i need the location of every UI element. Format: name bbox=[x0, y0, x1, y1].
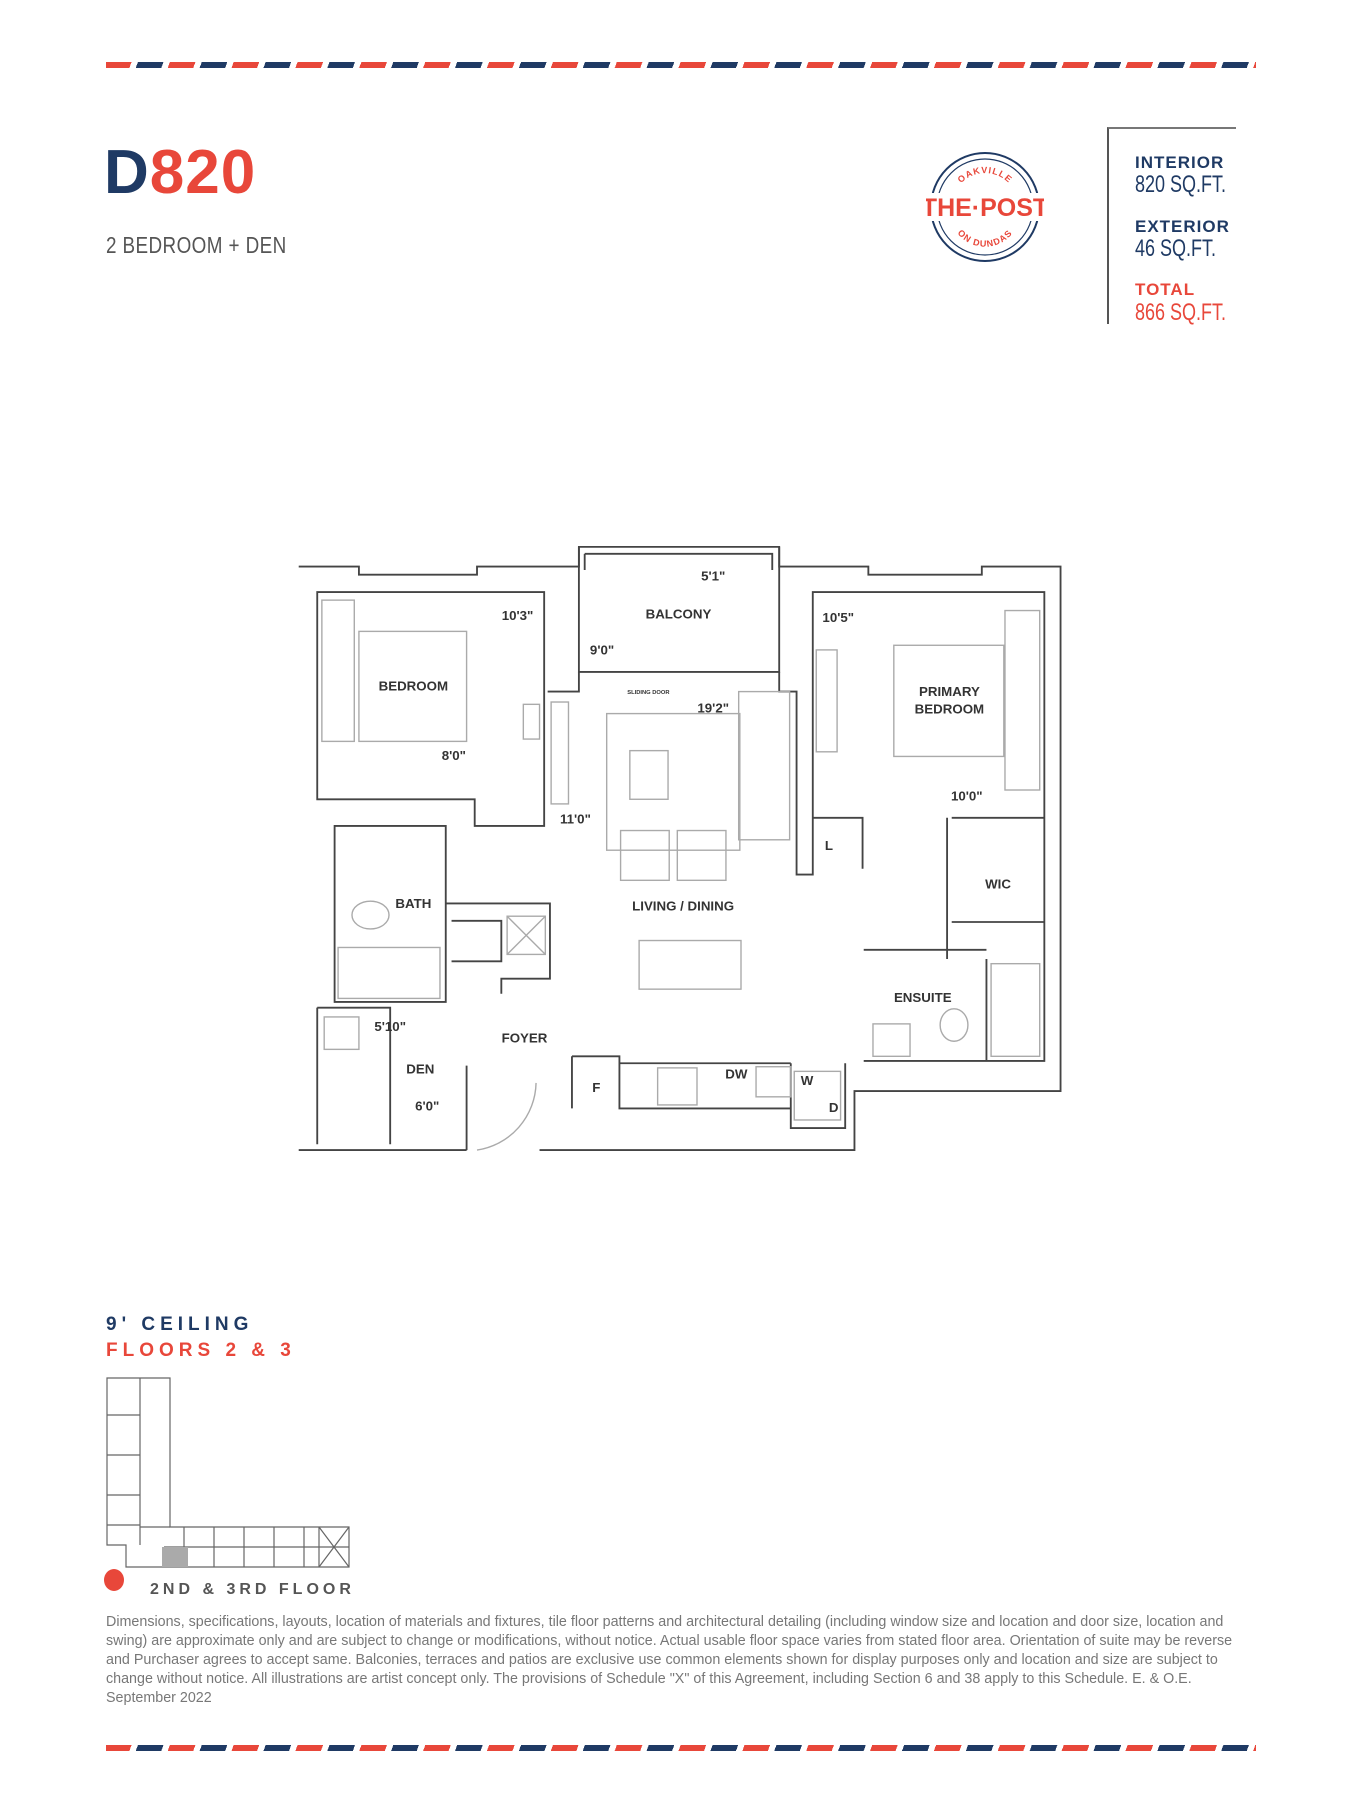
svg-text:D: D bbox=[829, 1100, 839, 1115]
svg-text:6'0": 6'0" bbox=[415, 1099, 439, 1114]
total-value: 866 SQ.FT. bbox=[1135, 299, 1227, 326]
total-label: TOTAL bbox=[1135, 280, 1196, 299]
room-living-dining: LIVING / DINING bbox=[632, 898, 734, 913]
room-primary-bedroom: PRIMARY bbox=[919, 684, 980, 699]
room-ensuite: ENSUITE bbox=[894, 990, 952, 1005]
svg-text:SLIDING DOOR: SLIDING DOOR bbox=[627, 690, 670, 696]
svg-text:DW: DW bbox=[725, 1066, 748, 1081]
svg-text:10'5": 10'5" bbox=[822, 610, 854, 625]
the-post-logo: OAKVILLE THE·POST ON DUNDAS bbox=[926, 152, 1044, 262]
svg-text:L: L bbox=[825, 838, 833, 853]
location-marker-icon bbox=[104, 1569, 124, 1591]
interior-label: INTERIOR bbox=[1135, 153, 1225, 172]
svg-text:W: W bbox=[801, 1073, 814, 1088]
bottom-airmail-stripe bbox=[106, 1745, 1256, 1751]
exterior-label: EXTERIOR bbox=[1135, 217, 1230, 236]
area-summary: INTERIOR 820 SQ.FT. EXTERIOR 46 SQ.FT. T… bbox=[1107, 127, 1236, 326]
svg-text:8'0": 8'0" bbox=[442, 748, 466, 763]
room-foyer: FOYER bbox=[502, 1030, 548, 1045]
floors-label: FLOORS 2 & 3 bbox=[106, 1340, 296, 1361]
svg-text:9'0": 9'0" bbox=[590, 643, 614, 658]
exterior-value: 46 SQ.FT. bbox=[1135, 235, 1217, 262]
unit-title: D820 bbox=[104, 138, 257, 207]
ceiling-height: 9' CEILING bbox=[106, 1314, 254, 1335]
svg-text:19'2": 19'2" bbox=[697, 700, 729, 715]
logo-name: THE·POST bbox=[926, 194, 1044, 222]
svg-text:5'10": 5'10" bbox=[374, 1019, 406, 1034]
key-plan bbox=[106, 1377, 350, 1568]
dim: 5'1" bbox=[701, 568, 725, 583]
room-den: DEN bbox=[406, 1062, 434, 1077]
room-wic: WIC bbox=[985, 876, 1011, 891]
top-airmail-stripe bbox=[106, 62, 1256, 68]
svg-text:BEDROOM: BEDROOM bbox=[915, 702, 984, 717]
room-bath: BATH bbox=[395, 896, 431, 911]
room-balcony: BALCONY bbox=[646, 607, 712, 622]
svg-text:10'0": 10'0" bbox=[951, 788, 983, 803]
svg-text:F: F bbox=[592, 1080, 600, 1095]
svg-text:10'3": 10'3" bbox=[502, 608, 534, 623]
unit-type: 2 BEDROOM + DEN bbox=[106, 232, 287, 258]
svg-text:11'0": 11'0" bbox=[560, 812, 591, 827]
interior-value: 820 SQ.FT. bbox=[1135, 171, 1227, 198]
room-bedroom: BEDROOM bbox=[379, 678, 448, 693]
disclaimer: Dimensions, specifications, layouts, loc… bbox=[106, 1614, 1233, 1706]
key-plan-caption: 2ND & 3RD FLOOR bbox=[150, 1581, 355, 1598]
